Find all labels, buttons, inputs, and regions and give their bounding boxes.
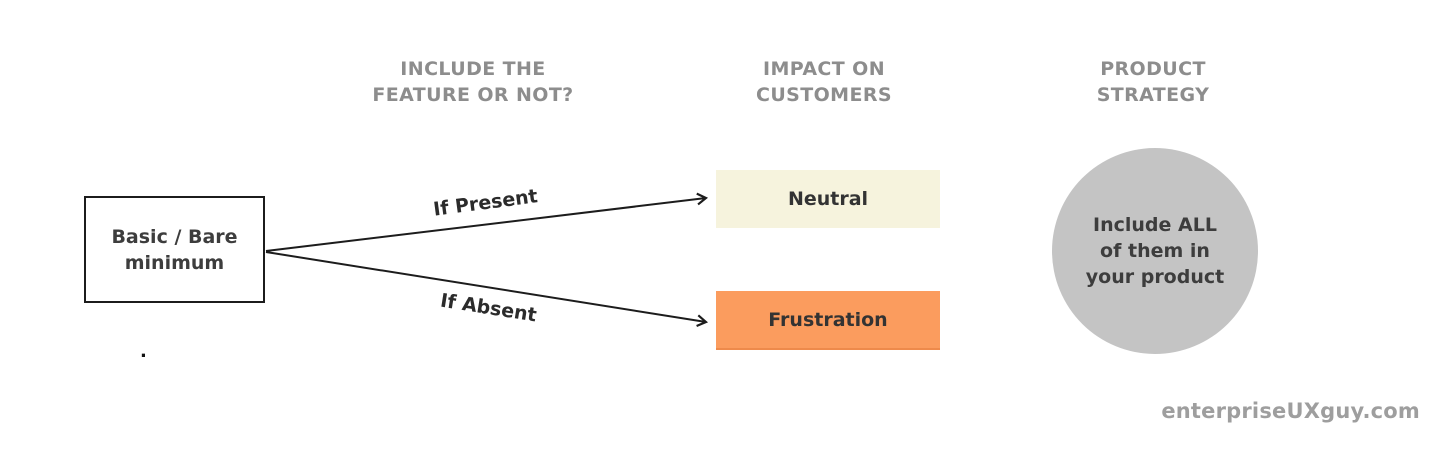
outcome-label: Frustration [768,308,888,331]
header-line: INCLUDE THE [400,58,546,80]
strategy-text-line: your product [1085,266,1225,288]
strategy-text-line: Include ALL [1093,214,1217,236]
arrow-if-present [265,192,709,252]
outcome-box-frustration: Frustration [716,291,940,350]
outcome-box-neutral: Neutral [716,170,940,228]
outcome-label: Neutral [787,188,869,210]
strategy-circle: Include ALL of them in your product [1052,148,1258,354]
header-line: IMPACT ON [762,58,886,80]
column-header-product-strategy: PRODUCT STRATEGY [1023,56,1283,108]
column-header-include-feature: INCLUDE THE FEATURE OR NOT? [343,56,603,108]
strategy-text-line: of them in [1100,240,1210,262]
basic-feature-label-line: minimum [124,251,225,274]
arrow-if-absent [265,251,709,327]
header-line: CUSTOMERS [756,84,892,106]
header-line: STRATEGY [1096,84,1210,106]
header-line: FEATURE OR NOT? [372,84,574,106]
watermark-text: enterpriseUXguy.com [1161,399,1420,423]
header-line: PRODUCT [1100,58,1206,80]
stray-dot: . [140,341,147,362]
basic-feature-box: Basic / Bare minimum [84,196,265,303]
basic-feature-label-line: Basic / Bare [111,225,238,248]
column-header-impact-customers: IMPACT ON CUSTOMERS [694,56,954,108]
